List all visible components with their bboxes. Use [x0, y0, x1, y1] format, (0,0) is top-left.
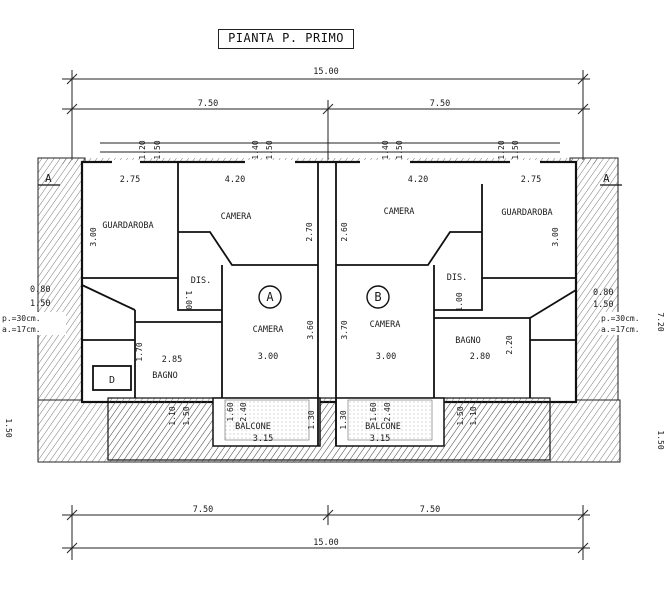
dim-b9: 1.50 — [456, 406, 465, 425]
interior-walls — [81, 160, 577, 446]
room-dis-right: DIS. — [447, 273, 467, 283]
dim-stair-right-b: 1.50 — [593, 300, 613, 310]
dim-win-c: 1.40 — [251, 140, 260, 159]
dim-guardaroba-right-w: 2.75 — [521, 175, 541, 185]
dim-b8: 2.40 — [383, 402, 392, 421]
room-labels: GUARDAROBA CAMERA CAMERA GUARDAROBA DIS.… — [102, 207, 552, 432]
dim-camera-a-h: 3.60 — [306, 320, 315, 339]
room-guardaroba-left: GUARDAROBA — [102, 221, 153, 231]
dim-camera-b-h: 3.70 — [340, 320, 349, 339]
dim-balcone-right-w: 3.15 — [370, 434, 390, 444]
dim-half-top-right: 7.50 — [430, 99, 450, 109]
dim-stair-left-b: 1.50 — [30, 299, 50, 309]
stair-right-pitch: p.=30cm. — [601, 314, 640, 323]
plan-title: PIANTA P. PRIMO — [218, 29, 354, 49]
dim-bagno-right-h: 2.20 — [505, 335, 514, 354]
dim-side-right-top: 7.20 — [656, 312, 665, 331]
building-body — [80, 160, 578, 461]
dimension-texts-vertical: 1.20 1.50 1.40 1.50 1.40 1.50 1.20 1.50 … — [4, 140, 665, 450]
section-marker-left: A — [45, 172, 52, 185]
room-dis-left: DIS. — [191, 276, 211, 286]
room-bagno-left: BAGNO — [152, 371, 178, 381]
dim-balcone-left-w: 3.15 — [253, 434, 273, 444]
dim-camera-left-w: 4.20 — [225, 175, 245, 185]
room-camera-a: CAMERA — [253, 325, 284, 335]
unit-b-label: B — [374, 290, 381, 304]
dim-camera-left-h: 2.70 — [305, 222, 314, 241]
dim-half-bottom-right: 7.50 — [420, 505, 440, 515]
dim-total-top: 15.00 — [313, 67, 339, 77]
dim-bagno-left-w: 2.85 — [162, 355, 182, 365]
dim-camera-a-w: 3.00 — [258, 352, 278, 362]
dim-win-d: 1.50 — [265, 140, 274, 159]
dim-win-e: 1.40 — [381, 140, 390, 159]
room-camera-b: CAMERA — [370, 320, 401, 330]
dim-b10: 1.10 — [469, 406, 478, 425]
stair-left-rise: a.=17cm. — [2, 325, 41, 334]
dim-half-bottom-left: 7.50 — [193, 505, 213, 515]
dim-win-h: 1.50 — [511, 140, 520, 159]
dim-b5: 1.30 — [307, 410, 316, 429]
dim-dis-right: 1.00 — [455, 292, 464, 311]
room-d-label: D — [109, 375, 115, 386]
section-marker-right: A — [603, 172, 610, 185]
dim-b2: 1.50 — [182, 406, 191, 425]
bottom-dimension-lines — [62, 505, 590, 560]
dim-bagno-right-w: 2.80 — [470, 352, 490, 362]
dim-b1: 1.10 — [168, 406, 177, 425]
dim-stair-left-a: 0.80 — [30, 285, 50, 295]
stair-notes: p.=30cm. a.=17cm. p.=30cm. a.=17cm. — [0, 312, 666, 335]
dim-b3: 1.60 — [226, 402, 235, 421]
dim-stair-right-a: 0.80 — [593, 288, 613, 298]
unit-b-circle — [366, 285, 390, 309]
dim-camera-b-w: 3.00 — [376, 352, 396, 362]
dim-bagno-left-h: 1.70 — [135, 342, 144, 361]
dim-win-a: 1.20 — [138, 140, 147, 159]
dim-total-bottom: 15.00 — [313, 538, 339, 548]
dim-b4: 2.40 — [239, 402, 248, 421]
dim-b7: 1.60 — [369, 402, 378, 421]
dim-side-right-bottom: 1.50 — [656, 430, 665, 449]
room-bagno-right: BAGNO — [455, 336, 481, 346]
room-balcone-left: BALCONE — [235, 422, 271, 432]
dim-b6: 1.30 — [339, 410, 348, 429]
dimension-texts: 15.00 7.50 7.50 2.75 4.20 4.20 2.75 0.80… — [30, 67, 613, 548]
unit-a-circle — [258, 285, 282, 309]
stair-left-pitch: p.=30cm. — [2, 314, 41, 323]
dim-win-f: 1.50 — [395, 140, 404, 159]
dim-guardaroba-left-w: 2.75 — [120, 175, 140, 185]
top-dimension-lines — [62, 70, 590, 160]
stair-right-rise: a.=17cm. — [601, 325, 640, 334]
room-balcone-right: BALCONE — [365, 422, 401, 432]
dim-win-g: 1.20 — [497, 140, 506, 159]
room-camera-right: CAMERA — [384, 207, 415, 217]
dim-camera-right-h: 2.60 — [340, 222, 349, 241]
room-camera-left: CAMERA — [221, 212, 252, 222]
dim-guardaroba-left-h: 3.00 — [89, 227, 98, 246]
room-guardaroba-right: GUARDAROBA — [501, 208, 552, 218]
dim-win-b: 1.50 — [153, 140, 162, 159]
dim-guardaroba-right-h: 3.00 — [551, 227, 560, 246]
dim-camera-right-w: 4.20 — [408, 175, 428, 185]
dim-side-left-bottom: 1.50 — [4, 418, 13, 437]
unit-a-label: A — [266, 290, 274, 304]
dim-half-top-left: 7.50 — [198, 99, 218, 109]
dim-dis-left: 1.00 — [184, 290, 193, 309]
